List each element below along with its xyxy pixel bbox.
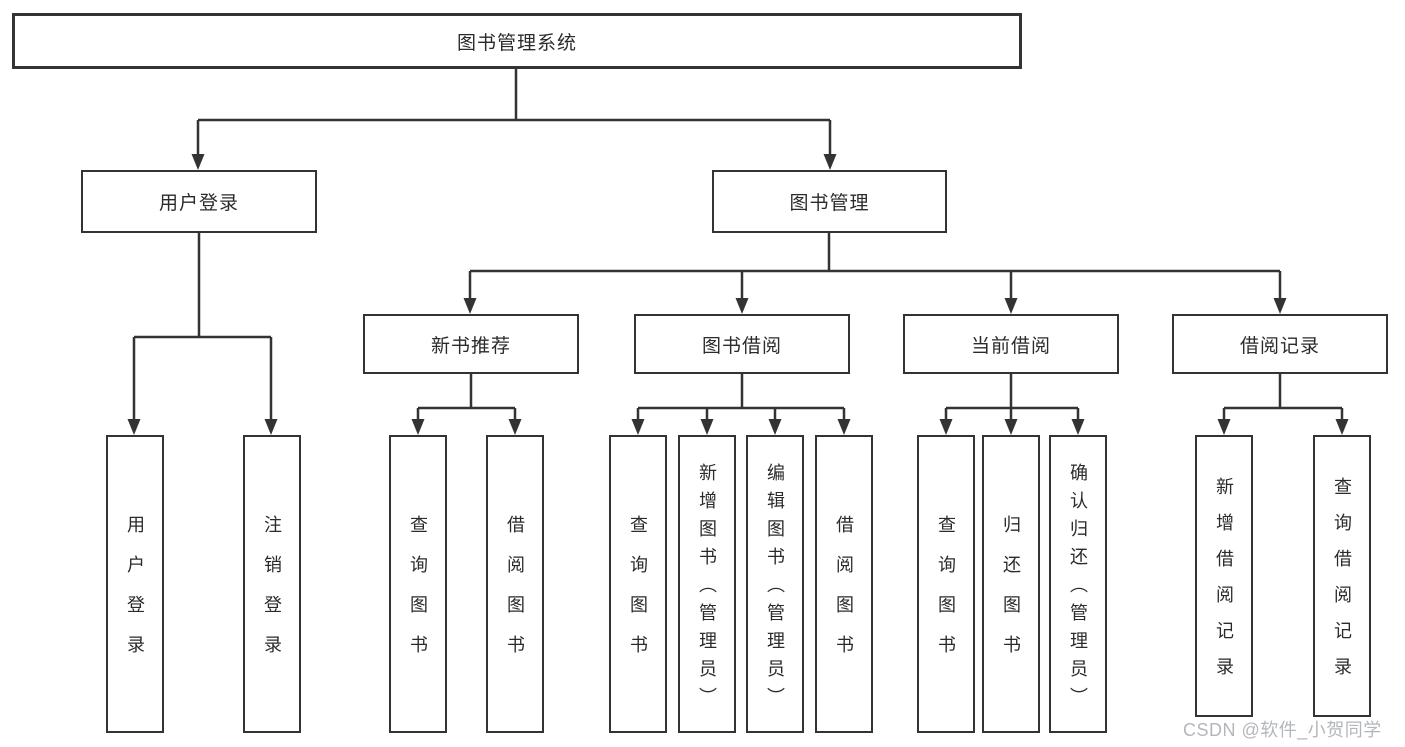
leaf-records-query: 查询借阅记录 (1313, 435, 1371, 717)
leaf-records-query-label: 查询借阅记录 (1332, 477, 1352, 693)
node-root-label: 图书管理系统 (456, 32, 577, 54)
leaf-current-return-label: 归还图书 (1001, 515, 1021, 675)
leaf-newbook-query-label: 查询图书 (408, 515, 428, 675)
leaf-current-confirm-admin: 确认归还（管理员） (1049, 435, 1107, 733)
node-book-management-label: 图书管理 (789, 193, 870, 214)
node-new-book-recommend-label: 新书推荐 (430, 335, 511, 357)
leaf-borrow-query-label: 查询图书 (628, 515, 648, 675)
leaf-borrow-add-admin: 新增图书（管理员） (678, 435, 736, 733)
leaf-newbook-borrow-label: 借阅图书 (505, 515, 525, 675)
leaf-borrow-query: 查询图书 (609, 435, 667, 733)
leaf-logout: 注销登录 (243, 435, 301, 733)
leaf-borrow-add-admin-label: 新增图书（管理员） (697, 463, 717, 715)
leaf-current-query-label: 查询图书 (936, 515, 956, 675)
arrowhead-icons (127, 154, 1349, 435)
node-book-borrow-label: 图书借阅 (701, 335, 782, 357)
leaf-borrow-edit-admin-label: 编辑图书（管理员） (765, 463, 785, 715)
node-book-borrow: 图书借阅 (634, 314, 850, 374)
leaf-records-add: 新增借阅记录 (1195, 435, 1253, 717)
node-current-borrow: 当前借阅 (903, 314, 1119, 374)
node-borrow-records: 借阅记录 (1172, 314, 1388, 374)
leaf-borrow-borrow-label: 借阅图书 (834, 515, 854, 675)
leaf-borrow-borrow: 借阅图书 (815, 435, 873, 733)
node-borrow-records-label: 借阅记录 (1239, 335, 1320, 357)
leaf-newbook-query: 查询图书 (389, 435, 447, 733)
leaf-user-login: 用户登录 (106, 435, 164, 733)
node-current-borrow-label: 当前借阅 (970, 335, 1051, 357)
leaf-logout-label: 注销登录 (262, 515, 282, 675)
csdn-watermark: CSDN @软件_小贺同学 (1183, 720, 1382, 740)
node-root-system: 图书管理系统 (12, 13, 1022, 69)
leaf-records-add-label: 新增借阅记录 (1214, 477, 1234, 693)
leaf-user-login-label: 用户登录 (125, 515, 145, 675)
leaf-current-return: 归还图书 (982, 435, 1040, 733)
node-book-management: 图书管理 (712, 170, 947, 233)
node-user-login-label: 用户登录 (158, 193, 239, 214)
node-user-login: 用户登录 (81, 170, 317, 233)
leaf-borrow-edit-admin: 编辑图书（管理员） (746, 435, 804, 733)
node-new-book-recommend: 新书推荐 (363, 314, 579, 374)
leaf-current-confirm-admin-label: 确认归还（管理员） (1068, 463, 1088, 715)
leaf-current-query: 查询图书 (917, 435, 975, 733)
leaf-newbook-borrow: 借阅图书 (486, 435, 544, 733)
